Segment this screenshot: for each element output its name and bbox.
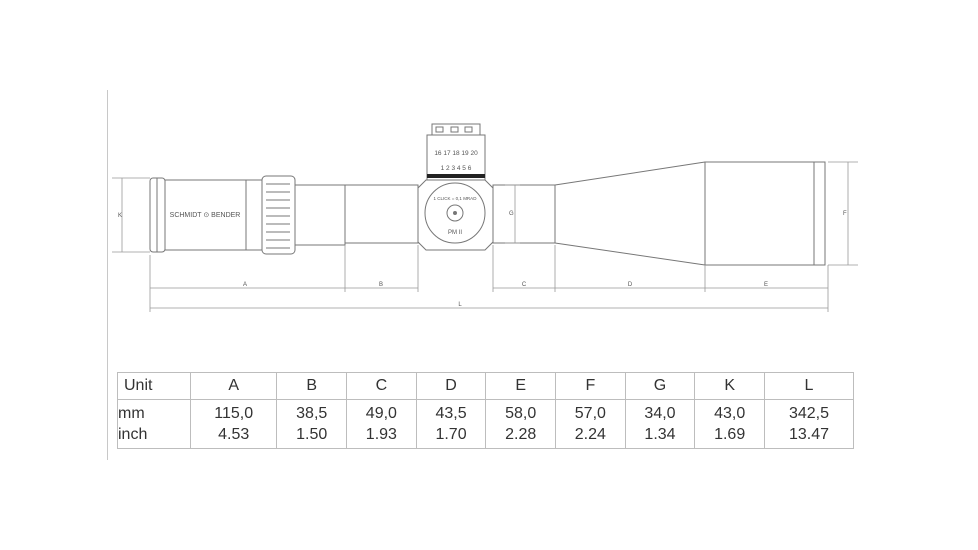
parallax-knob [446, 204, 464, 222]
page-divider [107, 90, 108, 460]
header-c: C [346, 372, 417, 400]
elevation-turret [426, 134, 486, 181]
tube-front [294, 184, 346, 246]
scope-drawing: A B C D E L K F G SCHMIDT ⊙ BENDER 16 17… [112, 123, 858, 312]
header-e: E [485, 372, 557, 400]
objective-bell [704, 161, 826, 266]
scope-outline [149, 123, 826, 266]
table-header-row: Unit A B C D E F G K L [117, 372, 855, 400]
dim-label-b: B [379, 282, 383, 288]
dimension-lines [112, 161, 858, 312]
dim-label-a: A [243, 282, 247, 288]
dim-label-e: E [764, 282, 768, 288]
dim-label-f: F [843, 211, 847, 217]
turret-scale-bottom: 1 2 3 4 5 6 [441, 165, 472, 172]
tube-c [492, 184, 556, 244]
header-b: B [276, 372, 348, 400]
dim-label-d: D [628, 282, 633, 288]
dimension-letters: A B C D E L K F G [118, 211, 847, 308]
turret-housing [417, 179, 494, 251]
dim-label-k: K [118, 213, 122, 219]
turret-model: PM II [448, 230, 462, 236]
dim-label-g: G [509, 211, 514, 217]
turret-cap [431, 123, 481, 136]
objective-taper [554, 161, 706, 266]
header-k: K [694, 372, 765, 400]
header-l: L [763, 372, 855, 400]
header-g: G [624, 372, 696, 400]
magnification-ring [261, 175, 296, 255]
turret-click-value: 1 CLICK = 0,1 MRAD [434, 196, 478, 201]
brand-logo: SCHMIDT ⊙ BENDER [170, 212, 241, 219]
dim-label-c: C [522, 282, 527, 288]
turret-scale-top: 16 17 18 19 20 [434, 150, 478, 157]
header-f: F [555, 372, 626, 400]
parallax-dial [424, 182, 486, 244]
header-a: A [189, 372, 278, 400]
tube-b [344, 184, 419, 244]
knurling [266, 183, 290, 249]
header-unit: Unit [117, 372, 191, 400]
dim-label-l: L [458, 302, 462, 308]
header-d: D [415, 372, 487, 400]
